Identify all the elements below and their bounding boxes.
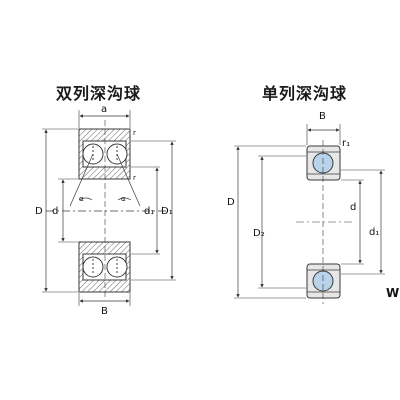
dim-d1-label: d₁ xyxy=(144,206,154,217)
single-row-bottom-section xyxy=(306,263,341,299)
angle-alpha-right-label: α xyxy=(121,195,126,203)
dim-D-label: D xyxy=(227,197,235,208)
single-row-top-section xyxy=(306,145,341,181)
dim-d1-label: d₁ xyxy=(369,227,379,238)
dim-d-label: d xyxy=(350,202,356,213)
dim-B-label: B xyxy=(101,306,108,317)
dim-a-label: a xyxy=(101,104,107,115)
angle-alpha-left-label: α xyxy=(79,195,84,203)
dim-d-label: d xyxy=(52,206,58,217)
dim-D1-label: D₁ xyxy=(161,206,173,217)
single-row-bearing xyxy=(234,124,385,304)
double-row-top-section xyxy=(78,128,131,180)
dim-B-label: B xyxy=(319,111,326,122)
double-row-bearing xyxy=(42,110,176,306)
dim-D2-label: D₂ xyxy=(253,228,265,239)
watermark-w-label: W xyxy=(386,286,399,300)
double-row-bottom-section xyxy=(78,241,131,293)
dim-D-label: D xyxy=(35,206,43,217)
radius-r-top-label: r xyxy=(133,129,136,137)
radius-r-mid-label: r xyxy=(133,174,136,182)
radius-r1-label: r₁ xyxy=(342,138,350,149)
single-row-title: 单列深沟球 xyxy=(262,84,348,103)
double-row-title: 双列深沟球 xyxy=(56,84,142,103)
